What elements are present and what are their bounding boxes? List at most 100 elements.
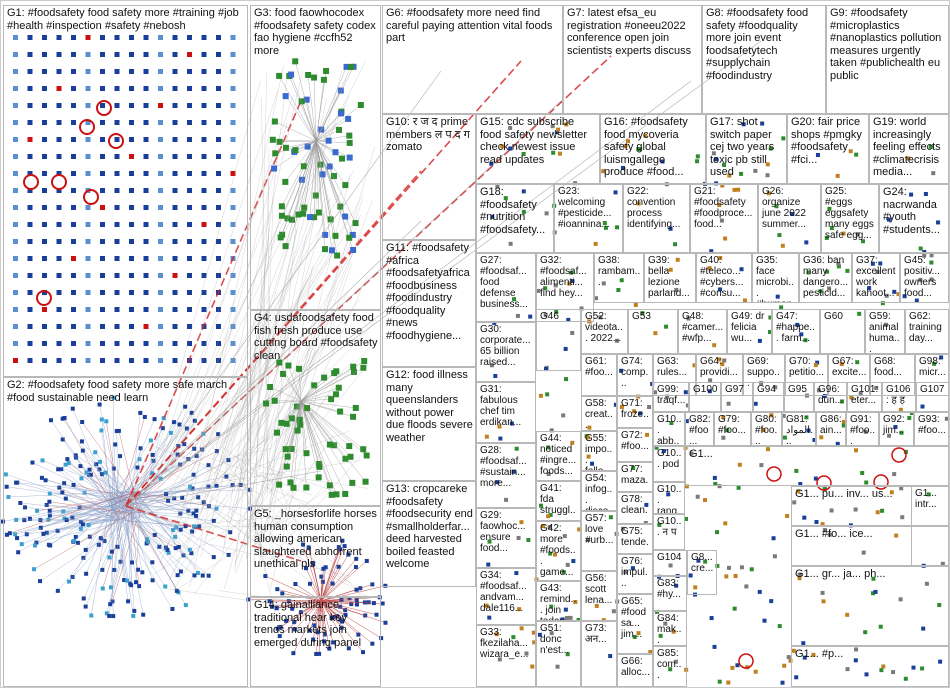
node bbox=[271, 165, 278, 172]
node bbox=[332, 391, 339, 398]
grid-node bbox=[129, 103, 134, 108]
node bbox=[214, 483, 219, 488]
node bbox=[551, 150, 556, 155]
edge bbox=[251, 506, 315, 537]
node bbox=[65, 457, 70, 462]
node bbox=[32, 567, 37, 572]
node bbox=[519, 520, 524, 525]
node bbox=[135, 465, 140, 470]
grid-node bbox=[216, 154, 221, 159]
edge bbox=[315, 140, 346, 217]
long-edge bbox=[125, 505, 302, 562]
node bbox=[191, 511, 196, 516]
node bbox=[314, 652, 319, 657]
grid-node bbox=[42, 222, 47, 227]
node bbox=[894, 533, 899, 538]
node bbox=[206, 463, 211, 468]
node bbox=[900, 515, 905, 520]
group-box-g10: G10: र ज द prime members ल प द ग zomato bbox=[382, 114, 476, 240]
node bbox=[726, 680, 731, 685]
node bbox=[150, 560, 155, 565]
edge bbox=[320, 568, 324, 602]
node bbox=[296, 416, 303, 423]
edge bbox=[57, 469, 114, 521]
node bbox=[374, 612, 379, 617]
node bbox=[138, 446, 143, 451]
node bbox=[177, 422, 182, 427]
node bbox=[546, 445, 551, 450]
group-box-g72: G72: #foo... bbox=[617, 428, 653, 462]
grid-node bbox=[143, 273, 149, 278]
grid-node bbox=[143, 103, 149, 108]
node bbox=[97, 459, 102, 464]
node bbox=[769, 413, 774, 418]
node bbox=[532, 640, 537, 645]
edge bbox=[172, 95, 350, 469]
edge bbox=[102, 505, 128, 589]
node bbox=[654, 445, 659, 450]
group-box-g54: G54: infog... disco... bbox=[581, 471, 617, 511]
group-box-g22: G22: convention process identifying... bbox=[623, 184, 690, 253]
group-label: G33: fkezilaha... wizara_e... bbox=[480, 627, 531, 660]
node bbox=[276, 481, 283, 488]
node bbox=[306, 545, 311, 550]
edge bbox=[300, 400, 353, 483]
node bbox=[767, 330, 772, 335]
node bbox=[853, 507, 858, 512]
node bbox=[277, 634, 282, 639]
grid-node bbox=[143, 290, 149, 295]
grid-node bbox=[100, 239, 105, 244]
node bbox=[86, 523, 91, 528]
edge bbox=[109, 507, 136, 605]
node bbox=[152, 533, 157, 538]
grid-node bbox=[13, 35, 18, 40]
node bbox=[206, 484, 211, 489]
group-label: G1... bbox=[689, 448, 713, 460]
grid-node bbox=[71, 86, 76, 91]
grid-node bbox=[42, 137, 47, 142]
edge bbox=[303, 140, 317, 167]
grid-node bbox=[71, 273, 76, 278]
node bbox=[645, 432, 650, 437]
grid-node bbox=[187, 341, 192, 346]
node bbox=[60, 490, 65, 495]
edge bbox=[65, 464, 134, 511]
node bbox=[14, 517, 19, 522]
node bbox=[735, 663, 740, 668]
node bbox=[727, 565, 732, 570]
group-label: G10... न प bbox=[657, 516, 682, 538]
node bbox=[354, 556, 359, 561]
node bbox=[668, 667, 673, 672]
node bbox=[548, 512, 553, 517]
node bbox=[342, 213, 349, 220]
group-label: G43: remind... join today... bbox=[540, 583, 577, 620]
self-loop bbox=[766, 466, 782, 482]
grid-node bbox=[187, 290, 192, 295]
node bbox=[549, 604, 554, 609]
grid-node bbox=[13, 341, 18, 346]
edge bbox=[288, 365, 302, 402]
group-label: G49: dr felicia wu... bbox=[731, 311, 768, 344]
node bbox=[292, 627, 297, 632]
group-label: G38: rambam... bbox=[598, 255, 641, 288]
edge bbox=[278, 400, 302, 485]
group-box-g2: G2: #foodsafety food safety more safe ma… bbox=[3, 377, 248, 687]
edge bbox=[315, 79, 325, 142]
group-box-g96: G96: dun... bbox=[814, 382, 847, 412]
node bbox=[799, 332, 804, 337]
grid-node bbox=[100, 52, 105, 57]
node bbox=[357, 101, 364, 108]
node bbox=[148, 438, 153, 443]
group-label: G47: #happe... farm... bbox=[776, 311, 815, 344]
grid-node bbox=[216, 52, 221, 57]
node bbox=[70, 575, 75, 580]
group-label: G104 bbox=[657, 552, 682, 563]
grid-node bbox=[158, 69, 163, 74]
node bbox=[587, 425, 592, 430]
node bbox=[613, 190, 618, 195]
node bbox=[871, 576, 876, 581]
group-label: G80: #foo... bbox=[755, 414, 780, 446]
node bbox=[712, 475, 717, 480]
grid-node bbox=[42, 324, 47, 329]
node bbox=[749, 567, 754, 572]
